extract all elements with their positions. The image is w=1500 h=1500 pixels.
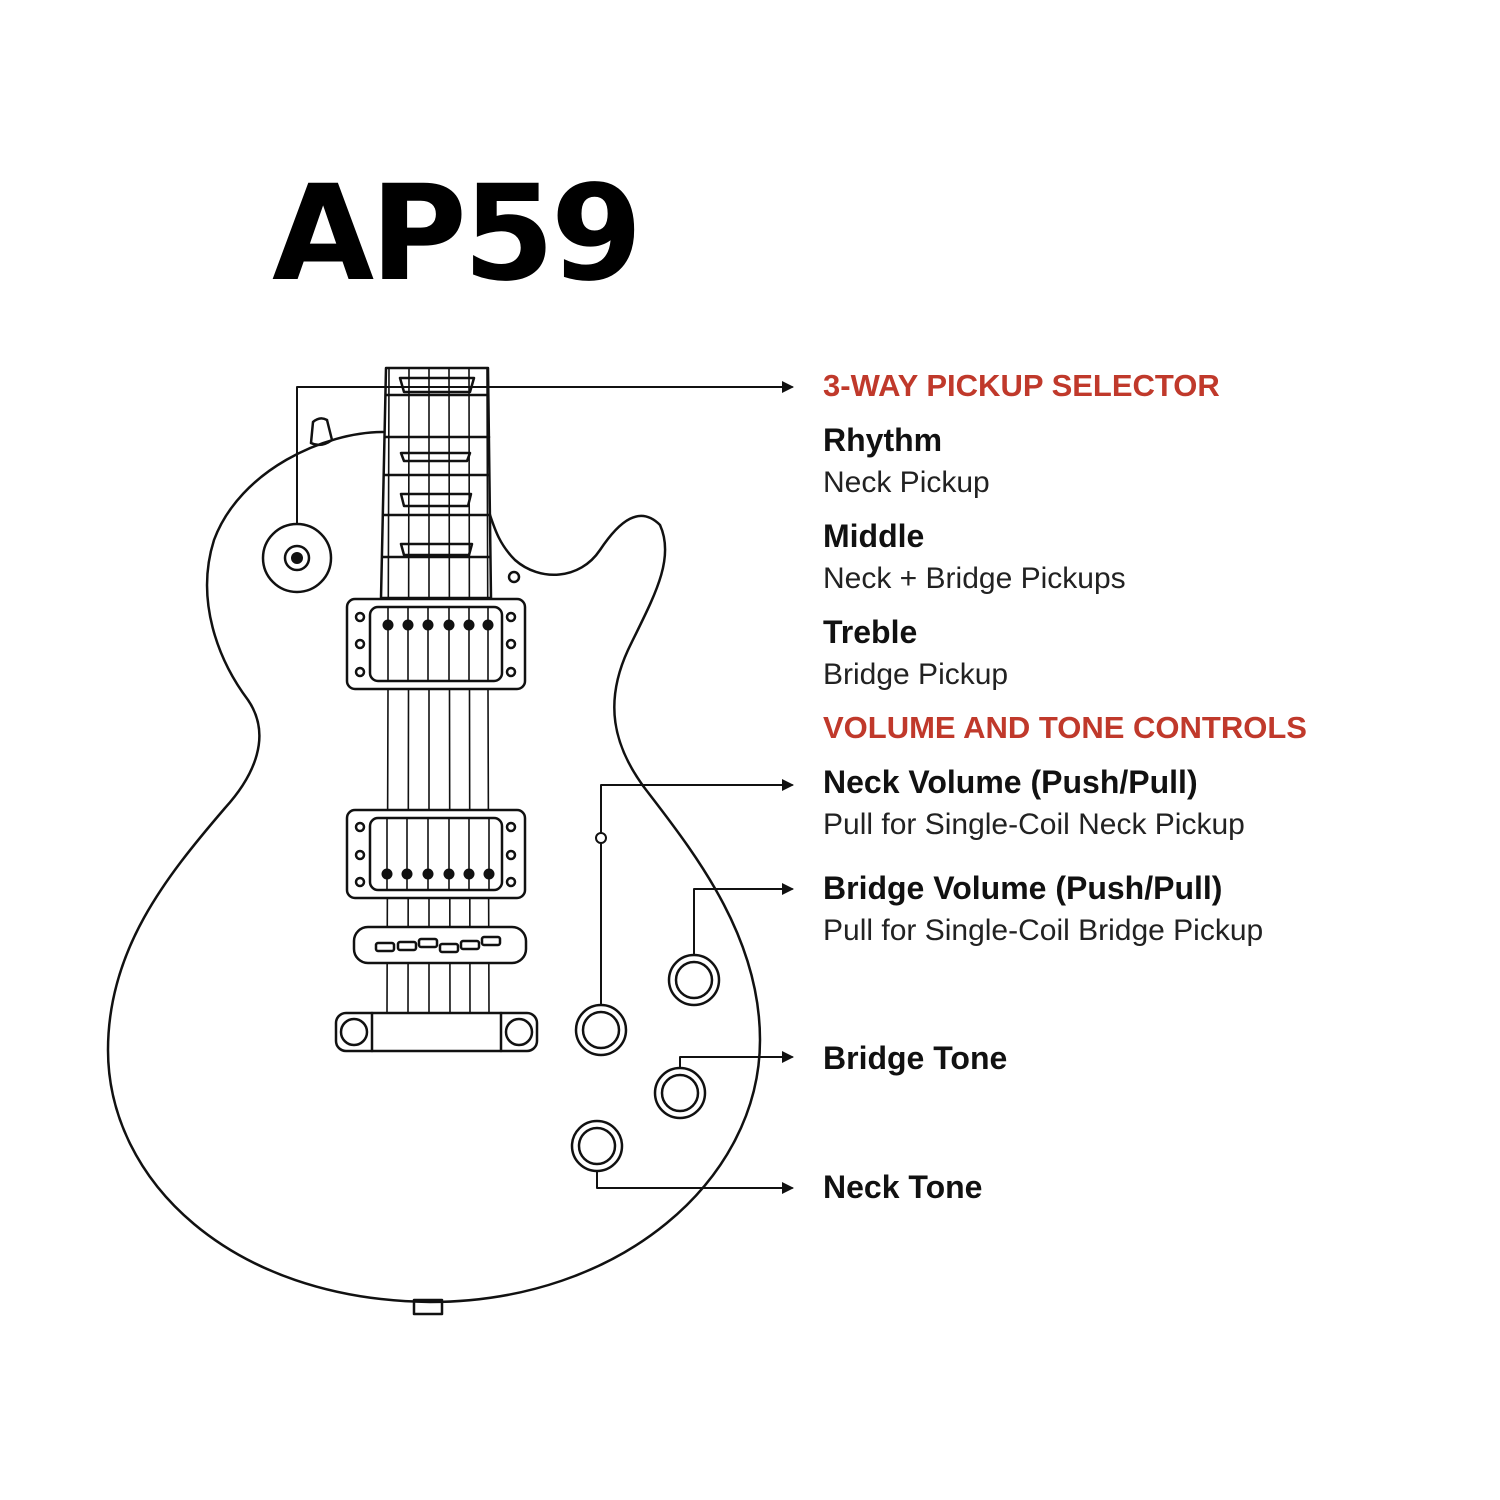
bridge-tone-label: Bridge Tone — [823, 1040, 1008, 1076]
leader-neck-volume — [600, 779, 794, 1006]
strings — [386, 367, 490, 1014]
neck-volume-knob — [574, 1003, 628, 1057]
selector-position-name: Treble — [823, 614, 918, 650]
model-title: AP59 — [272, 157, 643, 311]
selector-position-name: Rhythm — [823, 422, 943, 458]
selector-position-description: Neck Pickup — [823, 466, 990, 499]
bridge — [352, 925, 528, 965]
neck-volume-description: Pull for Single-Coil Neck Pickup — [823, 808, 1245, 841]
pickup-selector-switch — [261, 522, 333, 594]
leader-bridge-volume — [693, 883, 794, 956]
bridge-pickup — [345, 808, 527, 900]
bridge-volume-knob — [667, 953, 721, 1007]
neck-volume-label: Neck Volume (Push/Pull) — [823, 764, 1198, 800]
selector-position-name: Middle — [823, 518, 925, 554]
neck-tone-label: Neck Tone — [823, 1169, 983, 1205]
frets — [381, 393, 492, 559]
controls-heading: VOLUME AND TONE CONTROLS — [823, 710, 1307, 745]
strap-button-top — [309, 417, 334, 447]
leader-neck-tone — [596, 1170, 794, 1194]
strap-button-bottom — [412, 1298, 444, 1316]
pickup-selector-heading: 3-WAY PICKUP SELECTOR — [823, 368, 1220, 403]
fretboard — [379, 366, 493, 600]
leader-pickup-selector — [296, 381, 794, 525]
bridge-tone-knob — [653, 1066, 707, 1120]
neck-pickup — [345, 597, 527, 691]
cutaway-screw — [507, 570, 521, 584]
tailpiece — [334, 1011, 539, 1053]
bridge-volume-label: Bridge Volume (Push/Pull) — [823, 870, 1223, 906]
leader-neck-volume-dot — [595, 832, 607, 844]
neck-tone-knob — [570, 1119, 624, 1173]
selector-position-description: Neck + Bridge Pickups — [823, 562, 1126, 595]
selector-position-description: Bridge Pickup — [823, 658, 1009, 691]
leader-bridge-tone — [679, 1051, 794, 1069]
bridge-volume-description: Pull for Single-Coil Bridge Pickup — [823, 914, 1264, 947]
